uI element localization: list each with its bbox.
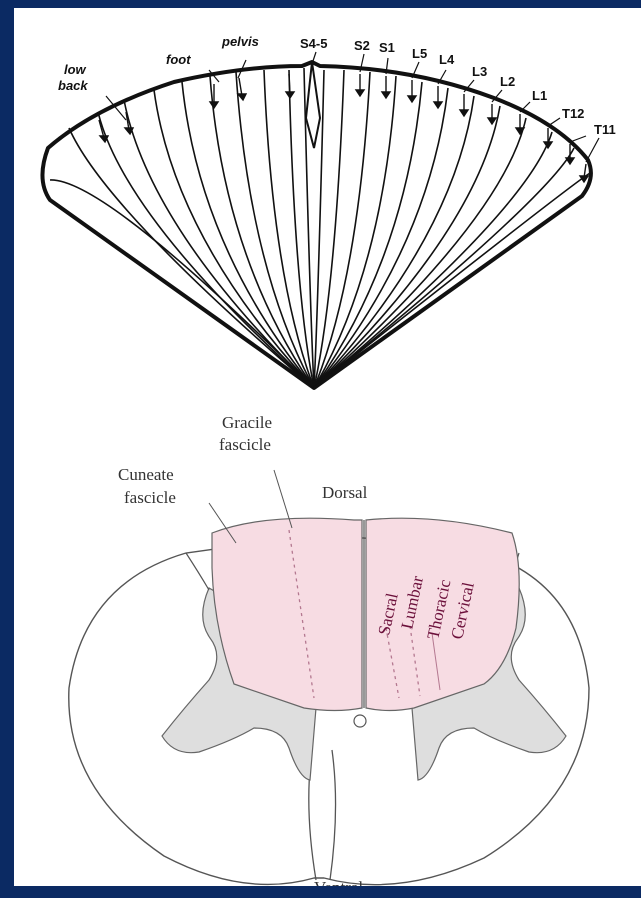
central-canal	[354, 715, 366, 727]
gracile-cuneate-left	[212, 518, 362, 710]
spinal-cord-cross-section: Gracile fascicle Cuneate fascicle Dorsal…	[69, 413, 589, 886]
ventral-label: Ventral	[314, 878, 363, 886]
region-label-back: back	[58, 78, 88, 93]
segment-label-l1: L1	[532, 88, 547, 103]
region-label-foot: foot	[166, 52, 191, 67]
dorsal-label: Dorsal	[322, 483, 368, 502]
figure-svg: low back foot pelvis S4-5 S2 S1 L5 L4 L3…	[14, 8, 641, 886]
cuneate-label-2: fascicle	[124, 488, 176, 507]
segment-label-l2: L2	[500, 74, 515, 89]
segment-label-l3: L3	[472, 64, 487, 79]
dorsal-column-fan-diagram: low back foot pelvis S4-5 S2 S1 L5 L4 L3…	[42, 34, 615, 388]
segment-label-s1: S1	[379, 40, 395, 55]
segment-label-l4: L4	[439, 52, 455, 67]
cuneate-label-1: Cuneate	[118, 465, 174, 484]
segment-label-t11: T11	[594, 122, 616, 137]
figure-panel: low back foot pelvis S4-5 S2 S1 L5 L4 L3…	[14, 8, 641, 886]
region-label-pelvis: pelvis	[221, 34, 259, 49]
segment-label-s4-5: S4-5	[300, 36, 327, 51]
gracile-label-1: Gracile	[222, 413, 272, 432]
segment-label-s2: S2	[354, 38, 370, 53]
gracile-label-2: fascicle	[219, 435, 271, 454]
segment-label-t12: T12	[562, 106, 584, 121]
region-label-low: low	[64, 62, 87, 77]
segment-label-l5: L5	[412, 46, 427, 61]
